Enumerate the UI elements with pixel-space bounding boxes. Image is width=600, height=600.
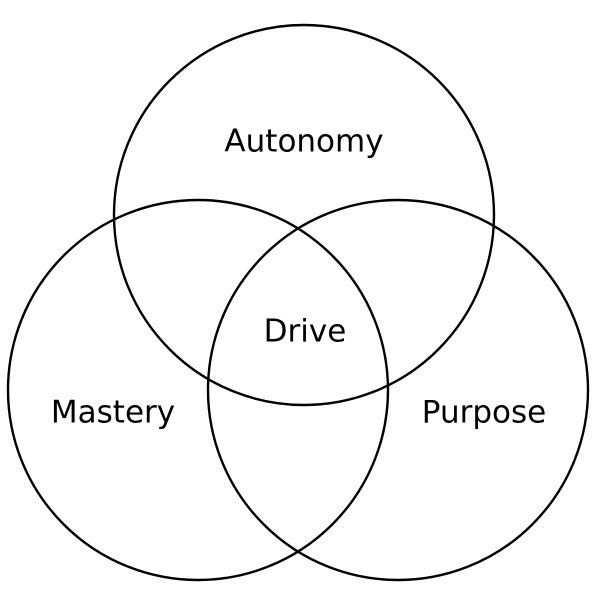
drive-label: Drive	[263, 313, 347, 350]
purpose-label: Purpose	[421, 394, 547, 431]
purpose-circle	[206, 198, 590, 582]
mastery-circle	[6, 198, 390, 582]
autonomy-label: Autonomy	[224, 123, 384, 160]
mastery-label: Mastery	[50, 394, 176, 431]
autonomy-circle	[112, 23, 496, 407]
